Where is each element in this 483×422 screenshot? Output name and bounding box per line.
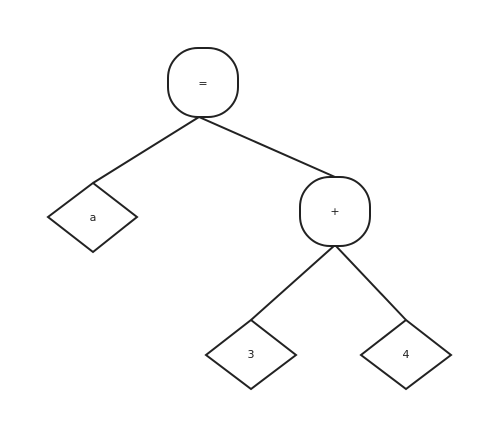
edge-plus-to-4 <box>334 244 407 321</box>
node-plus-label: + <box>330 205 339 218</box>
node-a[interactable]: a <box>46 181 139 254</box>
node-3-label: 3 <box>248 348 255 361</box>
node-3[interactable]: 3 <box>204 318 298 391</box>
node-4-label: 4 <box>403 348 410 361</box>
edge-root-to-plus <box>198 116 336 178</box>
node-4[interactable]: 4 <box>359 318 453 391</box>
edge-root-to-a <box>92 116 200 184</box>
node-root-label: = <box>198 77 207 90</box>
node-a-shape <box>46 181 139 254</box>
node-root[interactable]: = <box>167 47 239 118</box>
node-plus-shape <box>299 176 371 247</box>
node-root-shape <box>167 47 239 118</box>
edge-plus-to-3 <box>250 244 336 321</box>
node-3-shape <box>204 318 298 391</box>
node-4-shape <box>359 318 453 391</box>
node-plus[interactable]: + <box>299 176 371 247</box>
node-a-label: a <box>90 211 97 224</box>
